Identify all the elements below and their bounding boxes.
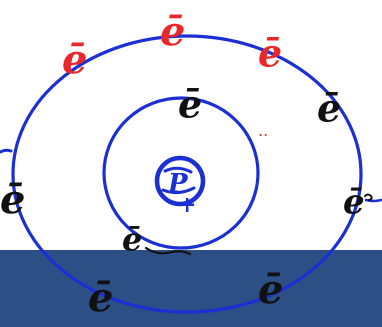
electron-inner-bottom: ē <box>122 220 142 258</box>
electron-red-3: ē <box>258 30 282 75</box>
stray-stroke <box>0 148 13 154</box>
inner-orbit <box>102 96 260 250</box>
electron-tail-stroke <box>144 246 192 256</box>
electron-red-1: ē <box>62 36 87 83</box>
electron-red-2: ē <box>160 8 185 55</box>
nucleus: P + <box>154 155 206 218</box>
electron-outer-right: ē <box>343 182 365 222</box>
scribble-right <box>364 193 373 201</box>
outer-orbit <box>11 34 363 314</box>
red-dots: .. <box>258 121 268 140</box>
nucleus-symbol: P <box>167 169 189 199</box>
electron-inner-top: ē <box>178 81 202 126</box>
electron-outer-bottom-right: ē <box>258 266 283 313</box>
electron-outer-left: ē <box>0 176 25 223</box>
electron-outer-right-top: ē <box>317 85 341 130</box>
electron-outer-bottom-left: ē <box>88 274 113 321</box>
stray-stroke-right <box>364 198 382 203</box>
nucleus-charge: + <box>178 192 196 218</box>
